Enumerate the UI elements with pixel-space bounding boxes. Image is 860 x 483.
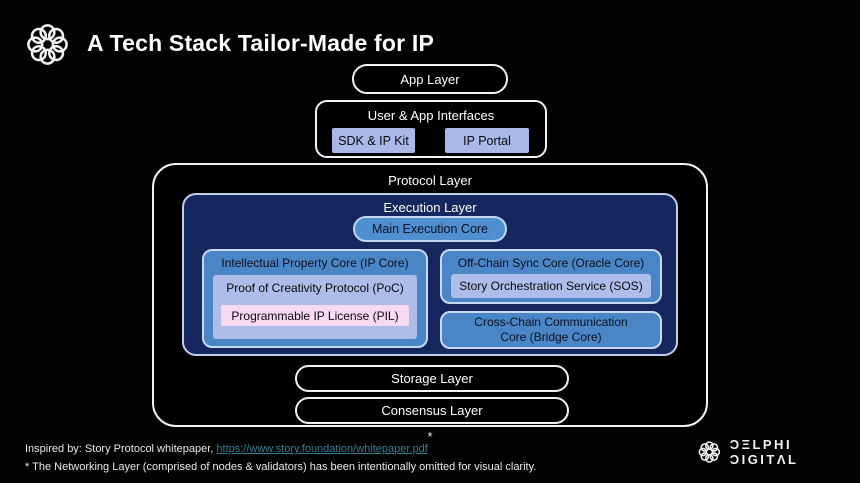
protocol-layer-title: Protocol Layer bbox=[388, 173, 472, 188]
protocol-layer-box: Protocol Layer Execution Layer Main Exec… bbox=[152, 163, 708, 427]
consensus-layer-label: Consensus Layer bbox=[381, 403, 483, 418]
bridge-core-line1: Cross-Chain Communication bbox=[474, 315, 628, 329]
interfaces-box: User & App Interfaces SDK & IP Kit IP Po… bbox=[315, 100, 547, 158]
sdk-ip-kit-label: SDK & IP Kit bbox=[338, 133, 409, 148]
bridge-core-box: Cross-Chain Communication Core (Bridge C… bbox=[440, 311, 662, 349]
pil-label: Programmable IP License (PIL) bbox=[231, 308, 399, 323]
ip-portal-label: IP Portal bbox=[463, 133, 511, 148]
poc-label: Proof of Creativity Protocol (PoC) bbox=[226, 281, 404, 295]
consensus-layer-box: Consensus Layer bbox=[295, 397, 569, 424]
app-layer-box: App Layer bbox=[352, 64, 508, 94]
delphi-knot-icon bbox=[698, 441, 721, 463]
whitepaper-link[interactable]: https://www.story.foundation/whitepaper.… bbox=[216, 443, 428, 455]
pil-box: Programmable IP License (PIL) bbox=[221, 305, 409, 326]
delphi-digital-logo: ƆΞLPHI ƆIGITΛL bbox=[697, 437, 860, 467]
storage-layer-label: Storage Layer bbox=[391, 371, 473, 386]
ip-core-box: Intellectual Property Core (IP Core) Pro… bbox=[202, 249, 428, 348]
oracle-core-box: Off-Chain Sync Core (Oracle Core) Story … bbox=[440, 249, 662, 304]
ip-portal-box: IP Portal bbox=[445, 128, 529, 153]
ip-core-title: Intellectual Property Core (IP Core) bbox=[221, 256, 409, 270]
story-knot-logo-icon bbox=[27, 24, 68, 65]
main-execution-core-box: Main Execution Core bbox=[353, 216, 507, 242]
networking-layer-note: * The Networking Layer (comprised of nod… bbox=[25, 461, 537, 473]
sdk-ip-kit-box: SDK & IP Kit bbox=[332, 128, 415, 153]
interfaces-title: User & App Interfaces bbox=[367, 108, 495, 123]
source-attribution-text: Inspired by: Story Protocol whitepaper, bbox=[25, 443, 217, 455]
footnote-asterisk: * bbox=[427, 429, 433, 444]
sos-box: Story Orchestration Service (SOS) bbox=[451, 274, 651, 298]
source-attribution: Inspired by: Story Protocol whitepaper, … bbox=[25, 443, 428, 455]
main-execution-core-label: Main Execution Core bbox=[371, 222, 489, 236]
storage-layer-box: Storage Layer bbox=[295, 365, 569, 392]
execution-layer-title: Execution Layer bbox=[383, 200, 477, 215]
page-title: A Tech Stack Tailor-Made for IP bbox=[87, 30, 435, 56]
bridge-core-line2: Core (Bridge Core) bbox=[500, 330, 602, 344]
poc-box: Proof of Creativity Protocol (PoC) Progr… bbox=[213, 275, 417, 339]
app-layer-label: App Layer bbox=[400, 71, 460, 87]
delphi-wordmark: ƆΞLPHI ƆIGITΛL bbox=[729, 437, 799, 467]
execution-layer-box: Execution Layer Main Execution Core Inte… bbox=[182, 193, 678, 356]
sos-label: Story Orchestration Service (SOS) bbox=[459, 279, 643, 293]
oracle-core-title: Off-Chain Sync Core (Oracle Core) bbox=[457, 256, 645, 270]
